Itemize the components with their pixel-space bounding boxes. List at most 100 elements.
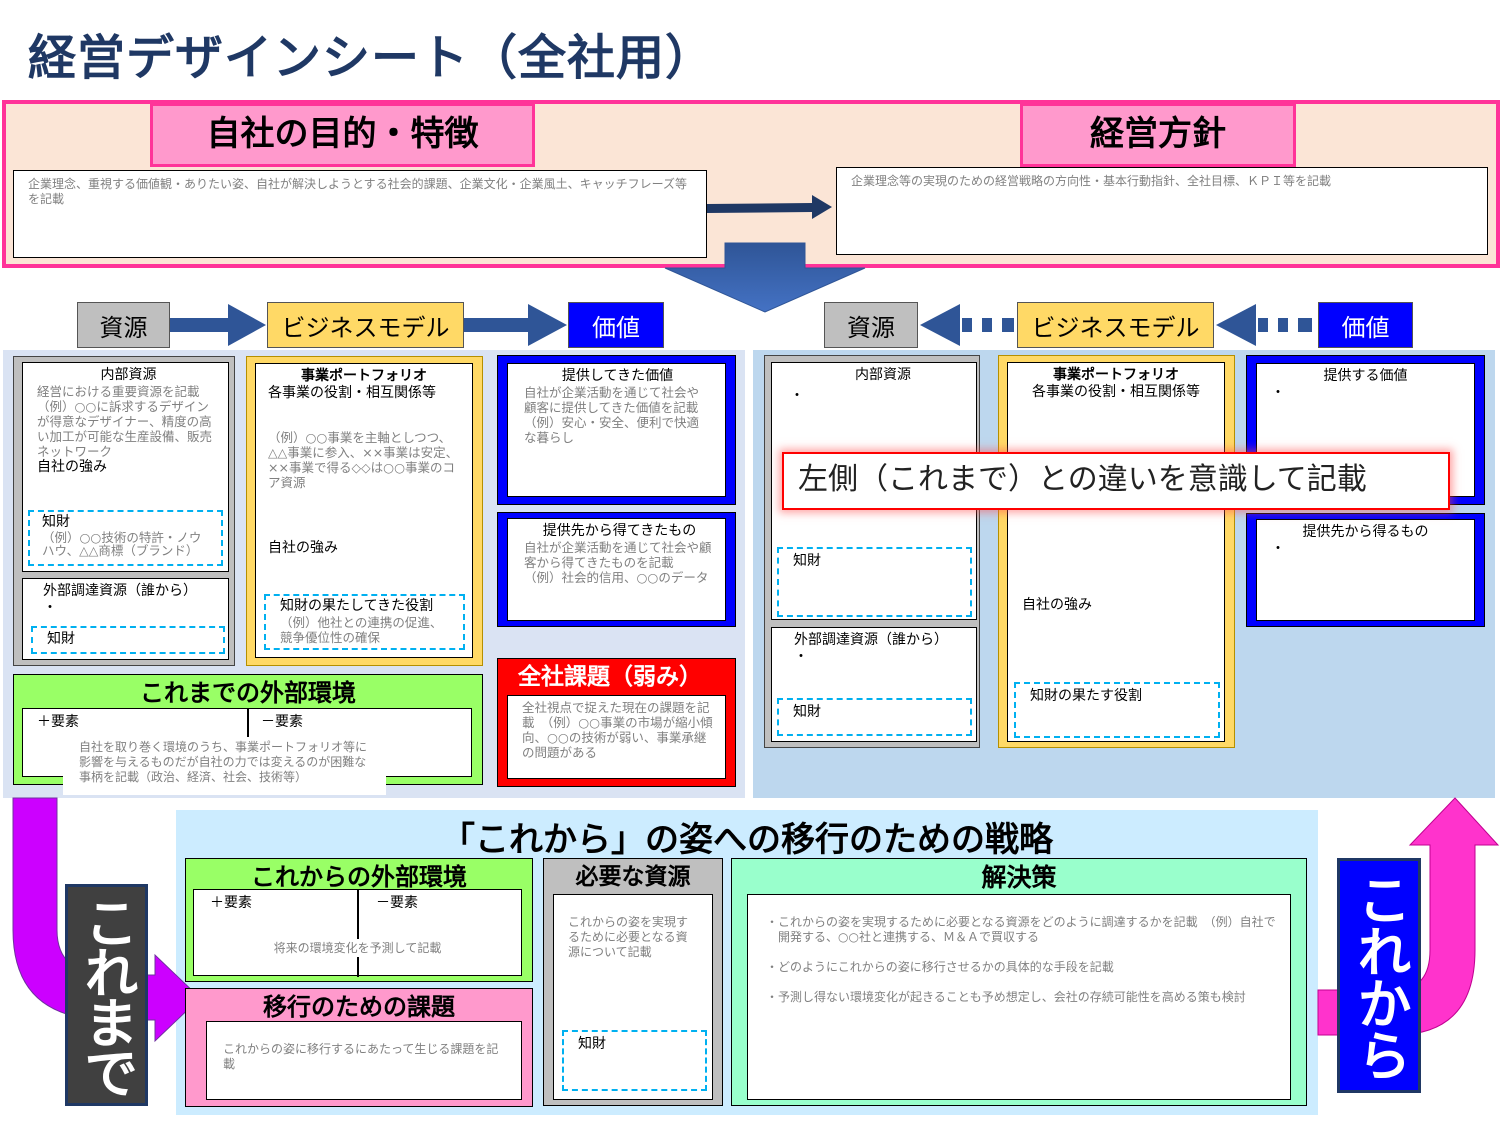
ip-label: 知財	[793, 553, 821, 569]
gain-title: 提供先から得てきたもの	[542, 523, 697, 539]
company-issue-frame: 全社課題（弱み） 全社視点で捉えた現在の課題を記載 （例）○○事業の市場が縮小傾…	[497, 658, 736, 787]
transition-issue-text: これからの姿に移行するにあたって生じる課題を記載	[223, 1042, 499, 1071]
past-to-strategy-arrow-icon	[12, 797, 201, 1043]
past-value-box[interactable]: 提供してきた価値 自社が企業活動を通じて社会や顧客に提供してきた価値を記載 （例…	[507, 363, 726, 497]
page-title: 経営デザインシート（全社用）	[28, 30, 715, 86]
divider	[247, 709, 249, 737]
flow-business-model-label: ビジネスモデル	[267, 302, 464, 348]
portfolio-title: 事業ポートフォリオ	[1053, 367, 1179, 383]
required-resources-box[interactable]: これからの姿を実現するために必要となる資源について記載	[553, 894, 713, 1100]
flow-value-label: 価値	[568, 302, 664, 348]
minus-factor-label: －要素	[376, 895, 418, 911]
ip-role-title: 知財の果たしてきた役割	[280, 598, 434, 614]
solution-item: ・予測し得ない環境変化が起きることも予め想定し、会社の存続可能性を高める策も検討	[766, 990, 1246, 1004]
required-resources-title: 必要な資源	[575, 864, 691, 890]
future-portfolio-box[interactable]: 事業ポートフォリオ 各事業の役割・相互関係等 自社の強み	[1007, 362, 1225, 742]
ip-label: 知財	[47, 631, 75, 647]
future-side-label: これから	[1337, 858, 1421, 1093]
portfolio-text: （例）○○事業を主軸としつつ、△△事業に参入、××事業は安定、××事業で得る◇◇…	[268, 430, 459, 490]
portfolio-subtitle: 各事業の役割・相互関係等	[1032, 384, 1200, 400]
arrow-right-icon	[170, 304, 266, 346]
solution-box[interactable]: ・これからの姿を実現するために必要となる資源をどのように調達するかを記載 （例）…	[747, 894, 1291, 1100]
past-external-ip-box[interactable]: 知財	[31, 626, 225, 654]
bullet: ・	[43, 600, 57, 616]
company-issue-title: 全社課題（弱み）	[518, 664, 702, 690]
past-ip-box[interactable]: 知財 （例）○○技術の特許・ノウハウ、△△商標（ブランド）	[28, 510, 223, 566]
bullet: ・	[790, 388, 804, 404]
dotted-arrow-left-icon	[1216, 304, 1312, 346]
portfolio-subtitle: 各事業の役割・相互関係等	[268, 385, 436, 401]
value-title: 提供する価値	[1323, 368, 1408, 384]
purpose-text: 企業理念、重視する価値観・ありたい姿、自社が解決しようとする社会的課題、企業文化…	[28, 177, 688, 206]
past-gain-box[interactable]: 提供先から得てきたもの 自社が企業活動を通じて社会や顧客から得てきたものを記載 …	[507, 518, 726, 621]
solution-item: ・これからの姿を実現するために必要となる資源をどのように調達するかを記載 （例）…	[766, 915, 1276, 944]
divider	[357, 890, 359, 977]
policy-tab: 経営方針	[1020, 103, 1296, 167]
past-environment-title: これまでの外部環境	[140, 679, 356, 707]
arrow-down-icon	[664, 242, 866, 313]
external-resources-title: 外部調達資源（誰から）	[43, 583, 197, 599]
future-flow-value-label: 価値	[1318, 302, 1413, 348]
internal-resources-title: 内部資源	[855, 367, 911, 383]
external-resources-title: 外部調達資源（誰から）	[794, 632, 948, 648]
ip-role-text: （例）他社との連携の促進、競争優位性の確保	[280, 615, 443, 645]
purpose-textbox[interactable]: 企業理念、重視する価値観・ありたい姿、自社が解決しようとする社会的課題、企業文化…	[13, 170, 707, 258]
future-flow-resource-label: 資源	[824, 302, 918, 348]
purpose-tab: 自社の目的・特徴	[150, 103, 535, 167]
internal-resources-title: 内部資源	[100, 367, 157, 383]
solution-title: 解決策	[981, 863, 1057, 892]
ip-label: 知財	[42, 514, 70, 530]
portfolio-strength: 自社の強み	[1022, 597, 1092, 613]
arrow-right-icon	[464, 304, 567, 346]
internal-resources-text: 経営における重要資源を記載 （例）○○に訴求するデザインが得意なデザイナー、精度…	[37, 384, 213, 459]
transition-issue-title: 移行のための課題	[263, 993, 455, 1021]
policy-textbox[interactable]: 企業理念等の実現のための経営戦略の方向性・基本行動指針、全社目標、ＫＰＩ等を記載	[836, 167, 1488, 255]
gain-title: 提供先から得るもの	[1302, 524, 1429, 540]
portfolio-strength: 自社の強み	[268, 540, 338, 556]
past-internal-resources-box[interactable]: 内部資源 経営における重要資源を記載 （例）○○に訴求するデザインが得意なデザイ…	[22, 362, 229, 572]
future-environment-title: これからの外部環境	[251, 863, 467, 891]
dotted-arrow-left-icon	[920, 304, 1014, 346]
future-environment-box[interactable]: ＋要素 －要素 将来の環境変化を予測して記載	[193, 889, 522, 977]
future-gain-box[interactable]: 提供先から得るもの ・	[1256, 519, 1475, 621]
future-ip-role-box[interactable]: 知財の果たす役割	[1014, 682, 1220, 738]
future-ip-box[interactable]: 知財	[777, 547, 972, 617]
strategy-title: 「これから」の姿への移行のための戦略	[441, 820, 1053, 860]
flow-resource-label: 資源	[77, 302, 170, 348]
future-external-ip-box[interactable]: 知財	[777, 698, 972, 736]
plus-factor-label: ＋要素	[210, 895, 252, 911]
ip-label: 知財	[578, 1036, 606, 1052]
required-ip-box[interactable]: 知財	[562, 1030, 707, 1091]
past-external-resources-box[interactable]: 外部調達資源（誰から） ・	[22, 578, 229, 660]
minus-factor-label: －要素	[261, 714, 303, 730]
difference-callout: 左側（これまで）との違いを意識して記載	[782, 452, 1450, 510]
past-environment-text: 自社を取り巻く環境のうち、事業ポートフォリオ等に影響を与えるものだが自社の力では…	[63, 740, 386, 795]
future-gain-frame: 提供先から得るもの ・	[1246, 513, 1485, 627]
company-issue-box[interactable]: 全社視点で捉えた現在の課題を記載 （例）○○事業の市場が縮小傾向、○○の技術が弱…	[507, 695, 726, 779]
past-side-label: これまで	[65, 884, 148, 1106]
solution-item: ・どのようにこれからの姿に移行させるかの具体的な手段を記載	[766, 960, 1114, 974]
bullet: ・	[1271, 385, 1285, 401]
transition-issue-box[interactable]: これからの姿に移行するにあたって生じる課題を記載	[206, 1021, 522, 1100]
arrow-right-icon	[707, 195, 832, 219]
value-text: 自社が企業活動を通じて社会や顧客に提供してきた価値を記載 （例）安心・安全、便利…	[524, 385, 700, 445]
value-title: 提供してきた価値	[561, 368, 674, 384]
ip-text: （例）○○技術の特許・ノウハウ、△△商標（ブランド）	[42, 530, 202, 558]
plus-factor-label: ＋要素	[37, 714, 79, 730]
past-gain-frame: 提供先から得てきたもの 自社が企業活動を通じて社会や顧客から得てきたものを記載 …	[497, 512, 736, 627]
bullet: ・	[1271, 541, 1285, 557]
portfolio-title: 事業ポートフォリオ	[301, 368, 427, 384]
future-flow-business-model-label: ビジネスモデル	[1017, 302, 1214, 348]
past-value-frame: 提供してきた価値 自社が企業活動を通じて社会や顧客に提供してきた価値を記載 （例…	[497, 355, 736, 505]
ip-label: 知財	[793, 704, 821, 720]
past-ip-role-box[interactable]: 知財の果たしてきた役割 （例）他社との連携の促進、競争優位性の確保	[264, 594, 465, 650]
required-resources-text: これからの姿を実現するために必要となる資源について記載	[568, 915, 689, 959]
company-issue-text: 全社視点で捉えた現在の課題を記載 （例）○○事業の市場が縮小傾向、○○の技術が弱…	[522, 700, 713, 760]
policy-text: 企業理念等の実現のための経営戦略の方向性・基本行動指針、全社目標、ＫＰＩ等を記載	[851, 174, 1332, 188]
past-portfolio-box[interactable]: 事業ポートフォリオ 各事業の役割・相互関係等 （例）○○事業を主軸としつつ、△△…	[255, 363, 473, 658]
future-external-resources-box[interactable]: 外部調達資源（誰から） ・	[771, 627, 977, 742]
strength-label: 自社の強み	[37, 459, 107, 475]
ip-role-title: 知財の果たす役割	[1030, 688, 1142, 704]
bullet: ・	[794, 649, 808, 665]
